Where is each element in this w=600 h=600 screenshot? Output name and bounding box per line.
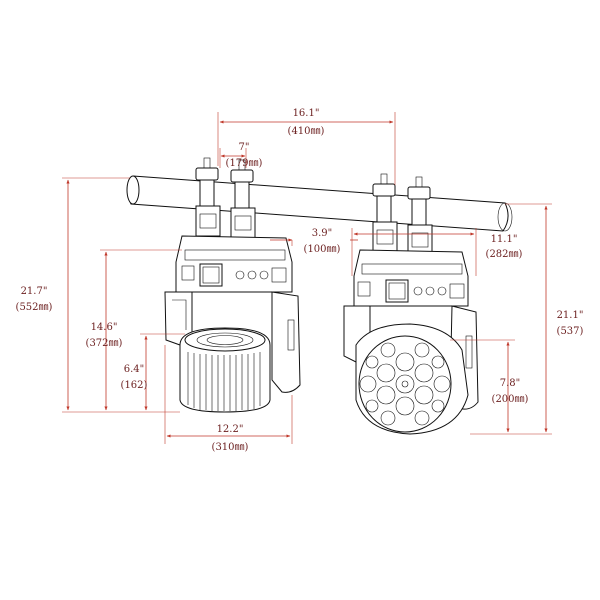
dim-base-width-metric: (310㎜) bbox=[212, 442, 249, 453]
left-fixture bbox=[164, 157, 301, 413]
dim-head-height-imperial: 6.4" bbox=[124, 364, 145, 375]
left-clamp-2 bbox=[230, 159, 256, 239]
dim-head-height-metric: (162) bbox=[121, 380, 148, 391]
right-clamp-2 bbox=[407, 176, 433, 256]
dim-yoke-width-imperial: 11.1" bbox=[491, 234, 518, 245]
right-base bbox=[353, 249, 469, 307]
dim-overall-height-right-imperial: 21.1" bbox=[557, 310, 584, 321]
dim-clamp-spacing-metric: (179㎜) bbox=[226, 158, 263, 169]
dim-body-height-metric: (372㎜) bbox=[86, 338, 123, 349]
dim-base-width-imperial: 12.2" bbox=[217, 424, 244, 435]
dimension-lines bbox=[62, 112, 552, 444]
dim-top-width-metric: (410㎜) bbox=[288, 126, 325, 137]
dim-overall-height-left-imperial: 21.7" bbox=[21, 286, 48, 297]
dim-lens-diameter-metric: (200㎜) bbox=[492, 394, 529, 405]
bee-eye-lenses bbox=[359, 342, 451, 426]
dim-top-width-imperial: 16.1" bbox=[293, 108, 320, 119]
dim-body-height-imperial: 14.6" bbox=[91, 322, 118, 333]
right-head bbox=[355, 323, 469, 435]
left-clamp-1 bbox=[195, 157, 221, 237]
dimension-labels: 16.1" (410㎜) 7" (179㎜) 21.7" (552㎜) 14.6… bbox=[16, 108, 584, 453]
dim-clamp-spacing-imperial: 7" bbox=[239, 142, 250, 153]
dim-lens-diameter-imperial: 7.8" bbox=[500, 378, 521, 389]
dim-overall-height-left-metric: (552㎜) bbox=[16, 302, 53, 313]
left-head bbox=[179, 327, 271, 413]
left-base bbox=[175, 235, 293, 293]
right-fixture bbox=[343, 173, 479, 435]
dim-yoke-width-metric: (282㎜) bbox=[486, 249, 523, 260]
dim-base-depth-imperial: 3.9" bbox=[312, 228, 333, 239]
right-clamp-1 bbox=[372, 173, 398, 253]
truss-pipe bbox=[126, 175, 513, 232]
dim-overall-height-right-metric: (537) bbox=[557, 326, 584, 337]
dim-base-depth-metric: (100㎜) bbox=[304, 244, 341, 255]
left-yoke bbox=[164, 291, 301, 393]
